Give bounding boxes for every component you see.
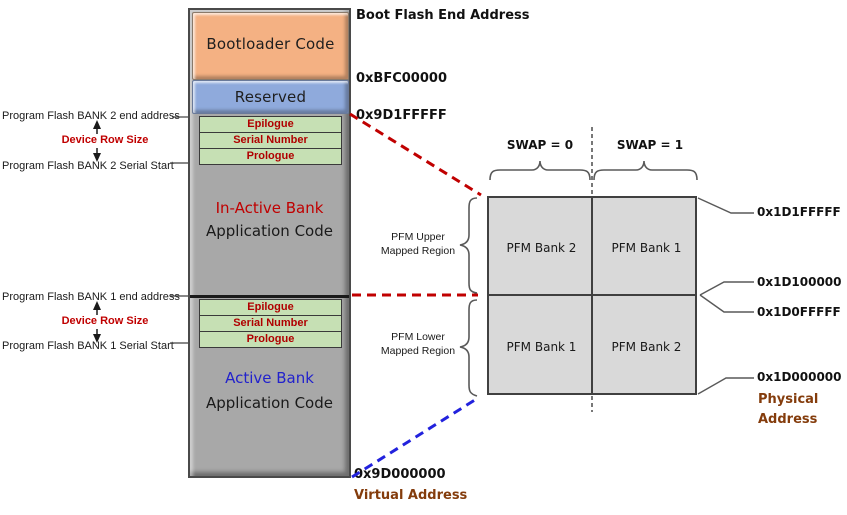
bank2-prologue-row: Prologue [199, 148, 342, 165]
virtual-address-caption: Virtual Address [354, 488, 468, 503]
physical-upper-start-value: 0x1D100000 [757, 275, 842, 289]
bank1-serial-number-row: Serial Number [199, 315, 342, 332]
bank1-epilogue-row: Epilogue [199, 299, 342, 316]
swap1-header: SWAP = 1 [616, 138, 684, 152]
inactive-application-code-label: Application Code [206, 222, 333, 240]
bank2-serial-number-row: Serial Number [199, 132, 342, 149]
bank2-serial-rows: Epilogue Serial Number Prologue [199, 116, 342, 165]
bootloader-code-box: Bootloader Code [192, 12, 349, 80]
physical-address-caption-line1: Physical [758, 392, 819, 407]
pfm-lower-region-brace [459, 299, 478, 397]
bootloader-code-label: Bootloader Code [206, 35, 335, 53]
flash-memory-column: Bootloader Code Reserved Epilogue Serial… [188, 8, 351, 478]
bank1-serial-rows: Epilogue Serial Number Prologue [199, 299, 342, 348]
pfm-lower-region-label: PFM Lower Mapped Region [380, 331, 456, 357]
pfm-upper-region-brace [459, 197, 478, 294]
leader-lower-end [699, 294, 754, 313]
cell-lower-swap1: PFM Bank 2 [611, 339, 682, 354]
cell-lower-swap0: PFM Bank 1 [506, 339, 577, 354]
bank1-end-address-label: Program Flash BANK 1 end address [2, 291, 180, 303]
bank-separator-line [190, 295, 349, 298]
swap0-header: SWAP = 0 [506, 138, 574, 152]
pfm-upper-region-label: PFM Upper Mapped Region [380, 231, 456, 257]
active-bank-label: Active Bank [225, 369, 314, 387]
active-application-code-label: Application Code [206, 394, 333, 412]
swap-table-horizontal-divider [487, 294, 697, 296]
boot-flash-end-address-label: Boot Flash End Address [356, 8, 530, 23]
reserved-label: Reserved [234, 88, 307, 106]
inactive-bank-label: In-Active Bank [215, 199, 324, 217]
physical-address-caption-line2: Address [758, 412, 818, 427]
cell-upper-swap0: PFM Bank 2 [506, 240, 577, 255]
bank2-serial-start-label: Program Flash BANK 2 Serial Start [2, 160, 174, 172]
bank2-end-address-label: Program Flash BANK 2 end address [2, 110, 180, 122]
physical-upper-end-value: 0x1D1FFFFF [757, 205, 841, 219]
boot-flash-end-address-value: 0xBFC00000 [356, 71, 447, 86]
physical-lower-start-value: 0x1D000000 [757, 370, 842, 384]
physical-lower-end-value: 0x1D0FFFFF [757, 305, 841, 319]
bank1-prologue-row: Prologue [199, 331, 342, 348]
red-dashed-upper-map-line [349, 112, 482, 197]
bank2-device-row-size-label: Device Row Size [61, 134, 149, 146]
bank2-epilogue-row: Epilogue [199, 116, 342, 133]
reserved-box: Reserved [192, 80, 349, 114]
bank1-device-row-size-label: Device Row Size [61, 315, 149, 327]
bank1-serial-start-label: Program Flash BANK 1 Serial Start [2, 340, 174, 352]
swap1-brace [593, 160, 698, 181]
pfm-start-address-value: 0x9D000000 [354, 467, 446, 482]
blue-dashed-lower-map-line [351, 396, 479, 479]
swap0-brace [489, 160, 591, 181]
leader-upper-end [697, 197, 754, 214]
leader-lower-start [697, 377, 754, 395]
leader-upper-start [699, 281, 754, 296]
cell-upper-swap1: PFM Bank 1 [611, 240, 682, 255]
pfm-end-address-value: 0x9D1FFFFF [356, 108, 447, 123]
